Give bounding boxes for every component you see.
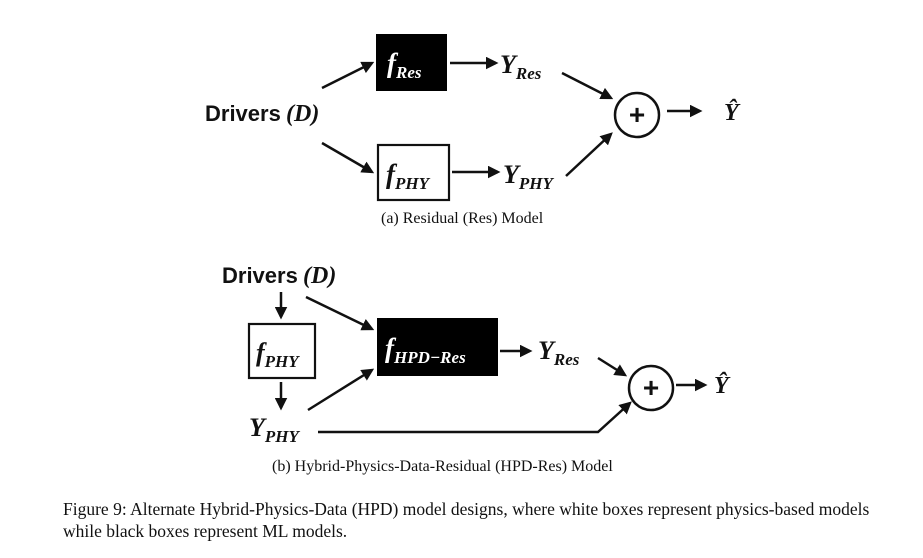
panel-b-phy-model-label: fPHY: [256, 338, 300, 371]
panel-a-ml-model-box: [376, 34, 447, 91]
panel-a-y-res: YRes: [500, 50, 542, 83]
panel-b-y-res: YRes: [538, 336, 580, 369]
panel-a-sum-node: [613, 91, 661, 139]
panel-a-plus-icon: +: [629, 99, 645, 130]
panel-b-drivers-symbol: (D): [303, 263, 336, 289]
panel-a-arrow-yres-to-sum: [561, 71, 614, 100]
panel-b-output-yhat: Ŷ: [714, 372, 731, 399]
panel-b-hpd-res-model: Drivers (D) fPHY YPHY fHPD−Res YRes + Ŷ: [222, 263, 731, 475]
panel-b-y-phy: YPHY: [249, 413, 300, 446]
panel-b-plus-icon: +: [643, 372, 659, 403]
figure-caption: Figure 9: Alternate Hybrid-Physics-Data …: [63, 499, 870, 541]
panel-b-ml-model-box: [377, 318, 498, 376]
panel-a-drivers-symbol: (D): [286, 101, 319, 127]
panel-b-arrow-drivers-to-ml: [305, 295, 375, 331]
panel-a-y-phy: YPHY: [503, 160, 554, 193]
panel-a-caption: (a) Residual (Res) Model: [381, 210, 544, 227]
panel-a-phy-model-box: [376, 143, 451, 202]
panel-a-output-yhat: Ŷ: [724, 99, 741, 126]
panel-b-arrow-yphy-to-sum: [318, 401, 632, 434]
panel-a-arrow-yphy-to-sum: [565, 132, 613, 177]
panel-a-drivers: Drivers: [205, 101, 281, 126]
panel-b-phy-model-box: [247, 322, 317, 380]
panel-b-arrow-yres-to-sum: [597, 356, 628, 377]
panel-b-sum-node: [627, 364, 675, 412]
panel-b-drivers: Drivers: [222, 263, 298, 288]
panel-a-residual-model: Drivers (D) fRes fPHY YRes YPHY + Ŷ (a) …: [205, 34, 741, 227]
panel-b-caption: (b) Hybrid-Physics-Data-Residual (HPD-Re…: [272, 458, 613, 475]
panel-a-arrow-drivers-to-phy: [321, 141, 375, 174]
panel-a-arrow-drivers-to-ml: [321, 61, 375, 90]
panel-b-arrow-yphy-to-ml: [307, 368, 375, 412]
